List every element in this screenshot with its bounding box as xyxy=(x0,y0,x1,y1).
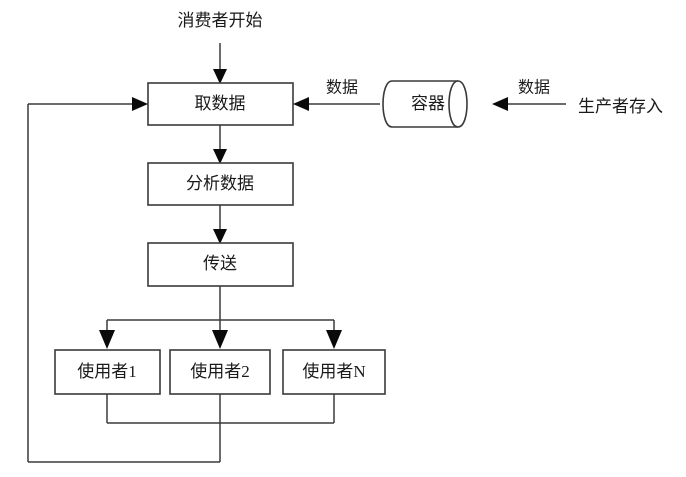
node-analyze-data[interactable] xyxy=(147,162,294,206)
edge-users-merge xyxy=(106,394,335,462)
node-user-1-label: 使用者1 xyxy=(77,361,137,381)
edge-producer-to-container xyxy=(492,97,566,111)
edge-analyze-to-transmit xyxy=(213,205,227,244)
edge-container-to-fetch xyxy=(293,97,380,111)
node-container-label: 容器 xyxy=(411,94,445,113)
edge-label-producer-to-container: 数据 xyxy=(518,79,550,97)
node-user-1[interactable] xyxy=(54,349,161,395)
node-user-n[interactable] xyxy=(282,349,386,395)
edge-feedback-loop xyxy=(27,97,220,463)
node-fetch-data-label: 取数据 xyxy=(195,94,246,113)
node-user-2[interactable] xyxy=(169,349,271,395)
node-container-cylinder[interactable] xyxy=(382,80,468,128)
edge-label-container-to-fetch: 数据 xyxy=(326,79,358,97)
edge-start-to-fetch xyxy=(213,43,227,84)
node-user-2-label: 使用者2 xyxy=(190,361,250,381)
start-terminator-label: 消费者开始 xyxy=(178,11,263,30)
edge-fetch-to-analyze xyxy=(213,125,227,164)
edge-transmit-to-users xyxy=(99,286,342,349)
node-transmit-label: 传送 xyxy=(203,254,237,273)
producer-terminator-label: 生产者存入 xyxy=(578,97,663,116)
node-analyze-data-label: 分析数据 xyxy=(186,174,254,193)
node-user-n-label: 使用者N xyxy=(302,361,365,381)
node-transmit[interactable] xyxy=(147,242,294,287)
